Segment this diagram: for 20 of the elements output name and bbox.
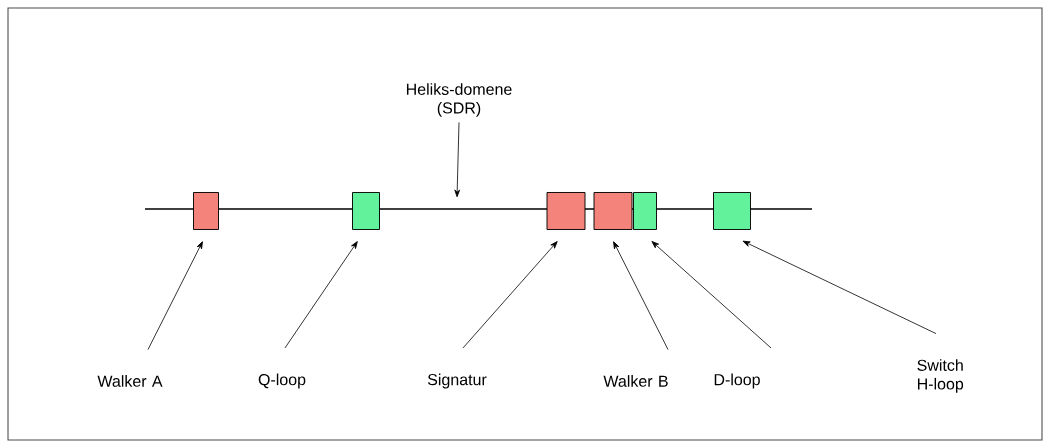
leader-arrow bbox=[742, 240, 937, 334]
domain-box bbox=[546, 192, 586, 230]
label-text: Signatur bbox=[427, 373, 487, 389]
label-text: Q-loop bbox=[258, 373, 306, 389]
leader-arrow bbox=[462, 241, 558, 349]
label-text: Switch H-loop bbox=[917, 359, 964, 393]
domain-box bbox=[193, 192, 219, 230]
domain-box bbox=[713, 192, 751, 230]
domain-box bbox=[593, 192, 633, 230]
label-text: Walker B bbox=[603, 375, 668, 387]
domain-box bbox=[352, 192, 380, 230]
label-text: Walker A bbox=[97, 375, 163, 387]
label-text: D-loop bbox=[714, 373, 760, 389]
label-text: Heliks-domene (SDR) bbox=[406, 83, 512, 117]
leader-arrow bbox=[284, 241, 358, 349]
leader-arrow bbox=[651, 241, 772, 349]
leader-arrow bbox=[454, 121, 461, 198]
leader-arrow bbox=[613, 241, 669, 350]
leader-arrow bbox=[147, 241, 203, 350]
domain-box bbox=[633, 192, 657, 230]
